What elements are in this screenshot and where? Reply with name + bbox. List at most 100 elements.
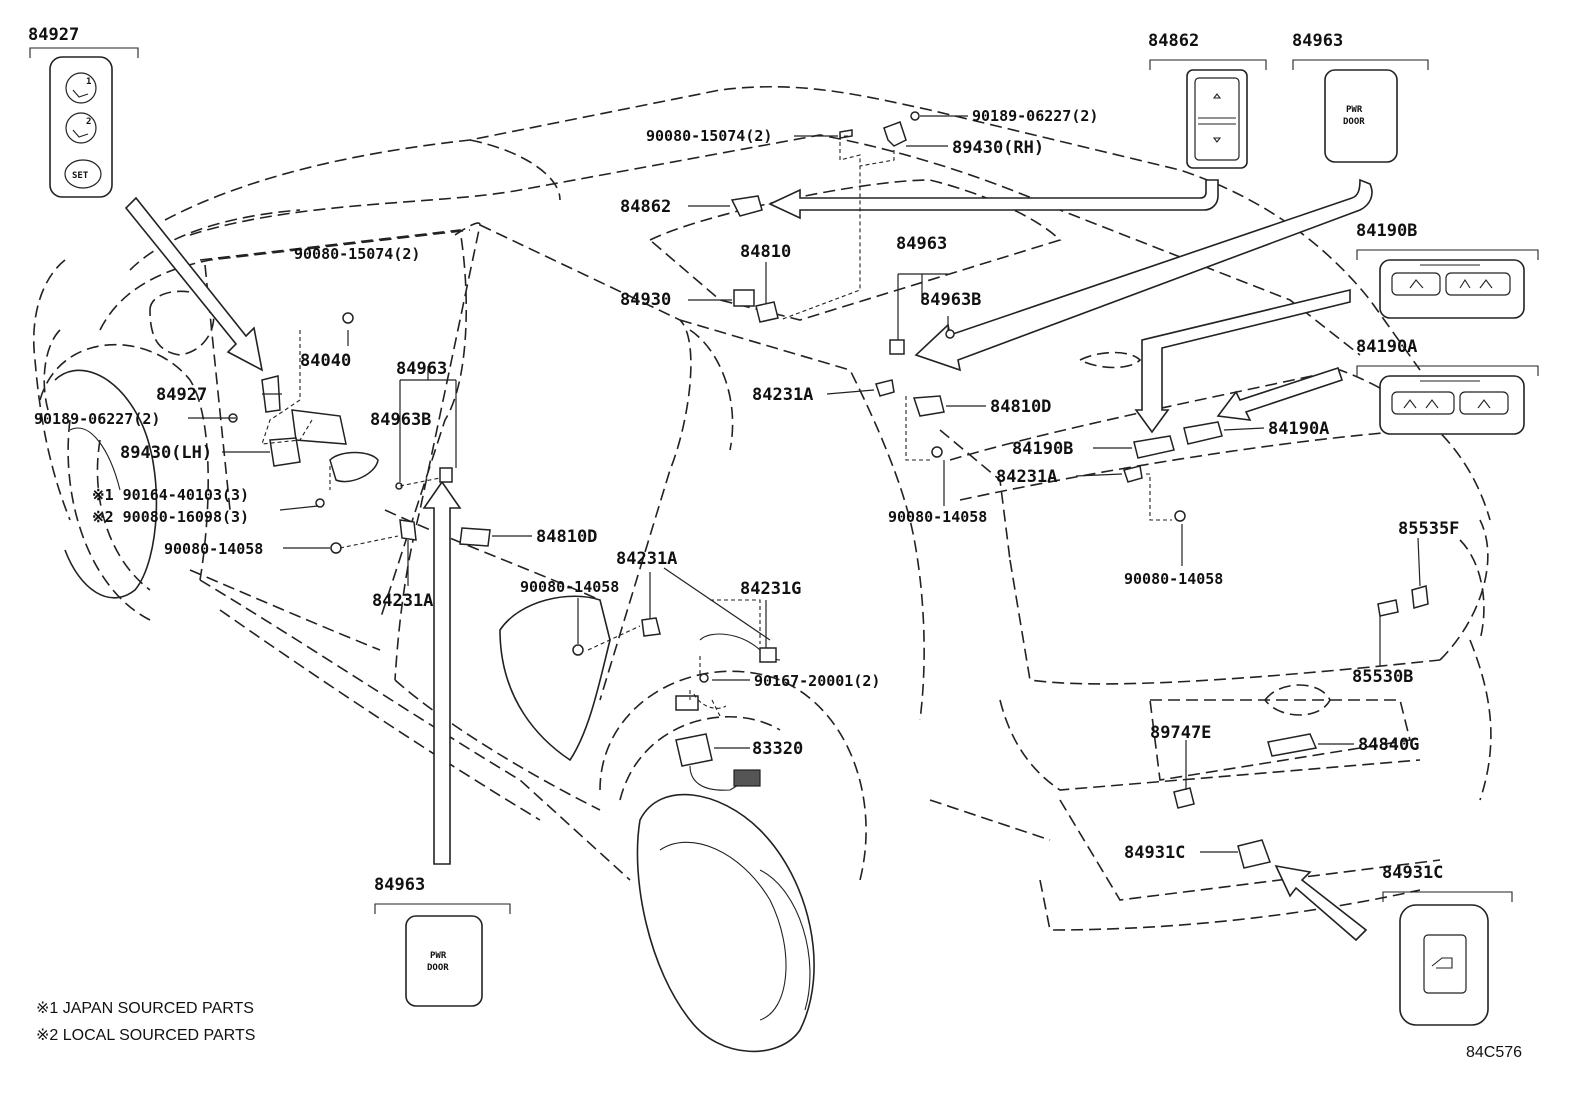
screw-90080-14058-mid	[931, 446, 943, 458]
label-84963-roof: 84963	[896, 234, 947, 254]
leader-lines	[188, 115, 1421, 853]
screw-90080-15074-lh	[342, 312, 354, 324]
callout-label: 84931C	[1382, 863, 1443, 883]
part-89747e	[1173, 787, 1195, 809]
label-84810: 84810	[740, 242, 791, 262]
callout-84931c: 84931C	[1382, 863, 1513, 1026]
part-84963b-roof	[945, 329, 955, 339]
label-89747e: 89747E	[1150, 723, 1211, 743]
memory-2-label: 2	[86, 117, 91, 127]
seat-heater-icon	[1403, 399, 1439, 409]
part-84963-roof	[889, 339, 905, 355]
callout-label: 84862	[1148, 31, 1199, 51]
part-84810d-lh	[459, 527, 491, 547]
seat-memory-icon	[72, 89, 89, 98]
label-84231g: 84231G	[740, 579, 801, 599]
door-label: DOOR	[427, 963, 449, 973]
dotted-guides	[261, 135, 1172, 717]
label-84930: 84930	[620, 290, 671, 310]
callout-label: 84927	[28, 25, 79, 45]
label-90080-14058-c: 90080-14058	[520, 578, 619, 596]
vehicle-outline	[32, 86, 1492, 931]
screw-90189-rh	[910, 111, 920, 121]
part-84231a-rh	[1123, 465, 1143, 483]
sliding-door-outline	[499, 595, 611, 762]
label-89430-lh: 89430(LH)	[120, 443, 212, 463]
part-84862	[730, 195, 763, 217]
part-84810d-rh	[912, 395, 945, 417]
part-84231g	[759, 647, 777, 663]
part-85535f	[1411, 585, 1429, 609]
seat-heater-icon	[1409, 279, 1424, 289]
set-label: SET	[72, 171, 89, 181]
door-handle	[329, 451, 379, 483]
part-labels: 90189-06227(2) 90080-15074(2) 89430(RH) …	[34, 107, 1459, 863]
label-90189-06227-rh: 90189-06227(2)	[972, 107, 1098, 125]
connector-83320	[733, 769, 761, 787]
label-83320: 83320	[752, 739, 803, 759]
part-84231a-rear	[875, 379, 895, 397]
seat-memory-icon	[72, 129, 89, 138]
part-89430-lh	[269, 437, 301, 467]
part-84190b	[1133, 435, 1175, 459]
label-90164-40103: ※1 90164-40103(3)	[92, 486, 249, 504]
label-84931c: 84931C	[1124, 843, 1185, 863]
part-84963-lh	[439, 467, 453, 483]
label-90080-15074-rh: 90080-15074(2)	[646, 127, 772, 145]
seat-heater-icon	[1459, 278, 1493, 289]
part-84190a	[1183, 421, 1223, 445]
pwr-label: PWR	[1346, 105, 1363, 115]
label-90080-16098: ※2 90080-16098(3)	[92, 508, 249, 526]
label-84190a: 84190A	[1268, 419, 1329, 439]
seat-heater-icon	[1477, 399, 1491, 409]
label-89430-rh: 89430(RH)	[952, 138, 1044, 158]
screw-90167	[699, 673, 709, 683]
label-84190b: 84190B	[1012, 439, 1073, 459]
label-84040: 84040	[300, 351, 351, 371]
part-83320	[675, 733, 713, 767]
part-84930	[733, 289, 755, 307]
callout-84963-bottom: 84963 PWR DOOR	[374, 875, 511, 1007]
part-85530b	[1377, 599, 1399, 617]
label-90080-14058-mid: 90080-14058	[888, 508, 987, 526]
label-84231a-lh: 84231A	[372, 591, 433, 611]
up-arrow-icon	[1212, 93, 1222, 99]
screw-90080-14058-rh	[1174, 510, 1186, 522]
label-90080-14058-rh: 90080-14058	[1124, 570, 1223, 588]
label-84963b-roof: 84963B	[920, 290, 981, 310]
diagram-id: 84C576	[1466, 1044, 1522, 1061]
label-84810d-lh: 84810D	[536, 527, 597, 547]
callout-84190a: 84190A	[1356, 337, 1539, 435]
note-japan-sourced: ※1 JAPAN SOURCED PARTS	[36, 1000, 254, 1017]
note-local-sourced: ※2 LOCAL SOURCED PARTS	[36, 1027, 255, 1044]
screw-90080-15074-rh	[839, 129, 853, 139]
label-90080-14058-lh: 90080-14058	[164, 540, 263, 558]
down-arrow-icon	[1212, 137, 1222, 143]
label-90080-15074-lh: 90080-15074(2)	[294, 245, 420, 263]
callout-84927: 84927 1 2 SET	[28, 25, 139, 198]
parts	[228, 111, 1429, 869]
callout-label: 84963	[374, 875, 425, 895]
pwr-label: PWR	[430, 951, 447, 961]
part-89430-rh	[883, 121, 907, 147]
screw-90080-14058-c	[572, 644, 584, 656]
part-84231a-lh	[399, 519, 417, 541]
callout-label: 84190B	[1356, 221, 1417, 241]
label-90167-20001: 90167-20001(2)	[754, 672, 880, 690]
door-label: DOOR	[1343, 117, 1365, 127]
screw-90080-14058-lh	[330, 542, 342, 554]
callout-84862: 84862	[1148, 31, 1267, 169]
callout-label: 84963	[1292, 31, 1343, 51]
callout-84963-top: 84963 PWR DOOR	[1292, 31, 1429, 163]
label-84810d-rh: 84810D	[990, 397, 1051, 417]
memory-1-label: 1	[86, 77, 91, 87]
front-wheel	[54, 369, 158, 599]
part-84231a-c	[641, 617, 661, 637]
label-84840g: 84840G	[1358, 735, 1419, 755]
part-84840g	[1267, 733, 1318, 757]
label-85530b: 85530B	[1352, 667, 1413, 687]
label-84862: 84862	[620, 197, 671, 217]
footnotes: ※1 JAPAN SOURCED PARTS ※2 LOCAL SOURCED …	[36, 1000, 1522, 1061]
label-90189-06227-lh: 90189-06227(2)	[34, 410, 160, 428]
callout-label: 84190A	[1356, 337, 1417, 357]
